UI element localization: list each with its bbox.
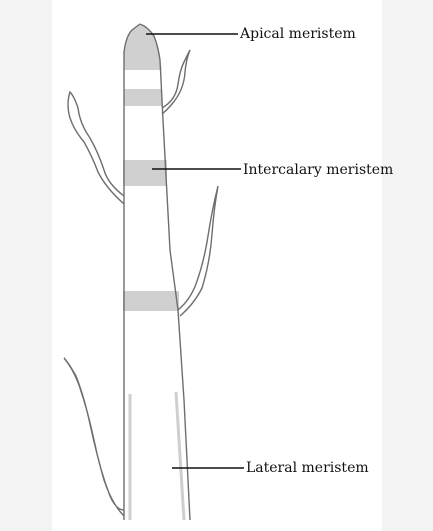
leaf-upper-right xyxy=(162,50,190,114)
apical-meristem-region xyxy=(124,24,162,70)
leaf-lower-left xyxy=(64,358,124,516)
subapical-band xyxy=(124,89,162,106)
lateral-meristem-label: Lateral meristem xyxy=(246,461,369,475)
intercalary-meristem-label: Intercalary meristem xyxy=(243,163,393,177)
intercalary-band-lower xyxy=(123,291,179,311)
leaf-middle-right xyxy=(178,186,218,316)
lateral-meristem-strip-right xyxy=(176,392,184,520)
intercalary-band-upper xyxy=(123,160,167,186)
leaf-upper-left xyxy=(68,92,124,204)
apical-meristem-label: Apical meristem xyxy=(240,27,356,41)
